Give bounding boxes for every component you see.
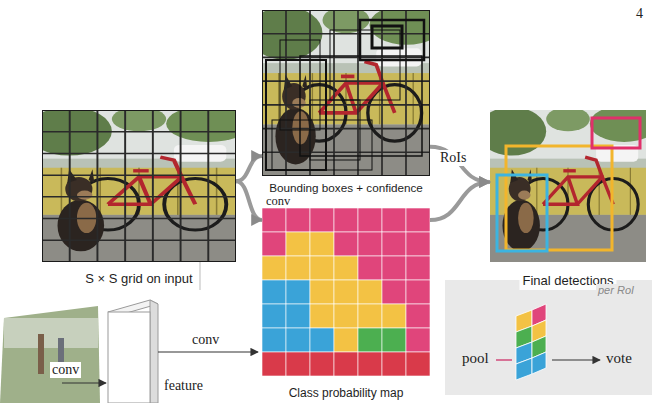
pooled-cells (516, 304, 546, 380)
input-image (26, 105, 251, 262)
flow-arrow (430, 147, 490, 182)
text-label: per RoI (596, 284, 636, 297)
text-label: vote (604, 350, 634, 367)
pool-arrow (496, 359, 512, 361)
grid-overlay (42, 110, 236, 262)
input-photo (0, 306, 100, 403)
car-box (592, 118, 640, 148)
text-label: conv (50, 362, 81, 378)
feature-block-front (108, 312, 150, 403)
flow-arrow (430, 182, 490, 220)
candidate-boxes (266, 20, 424, 170)
image-panel: Bounding boxes + confidence (262, 10, 430, 196)
class-probability-grid (262, 208, 430, 376)
bicycle-box (506, 146, 612, 250)
conv-arrow (62, 382, 106, 383)
grid-overlay (262, 10, 430, 176)
text-label: 4 (634, 6, 645, 22)
image-panel: S × S grid on input (42, 110, 236, 288)
panel-caption: Class probability map (286, 385, 407, 401)
flow-arrow (236, 181, 262, 220)
text-label: pool (460, 350, 491, 367)
conv-arrow (158, 351, 258, 352)
text-label: conv (190, 332, 221, 348)
roi-panel (445, 280, 652, 395)
image-panel: Class probability map (262, 208, 430, 401)
photo-person (38, 334, 44, 374)
text-label: conv (264, 194, 292, 208)
image-panel: Final detections (490, 110, 646, 290)
text-label: feature (162, 378, 205, 394)
panel-caption: S × S grid on input (82, 270, 195, 288)
boxes-image (249, 5, 444, 176)
dog-box (497, 175, 547, 251)
text-label: RoIs (438, 150, 468, 166)
vote-arrow (552, 359, 600, 360)
flow-arrow (236, 156, 262, 181)
photo-sky (4, 318, 98, 348)
feature-block-side (150, 300, 158, 403)
detections-image (478, 105, 652, 262)
